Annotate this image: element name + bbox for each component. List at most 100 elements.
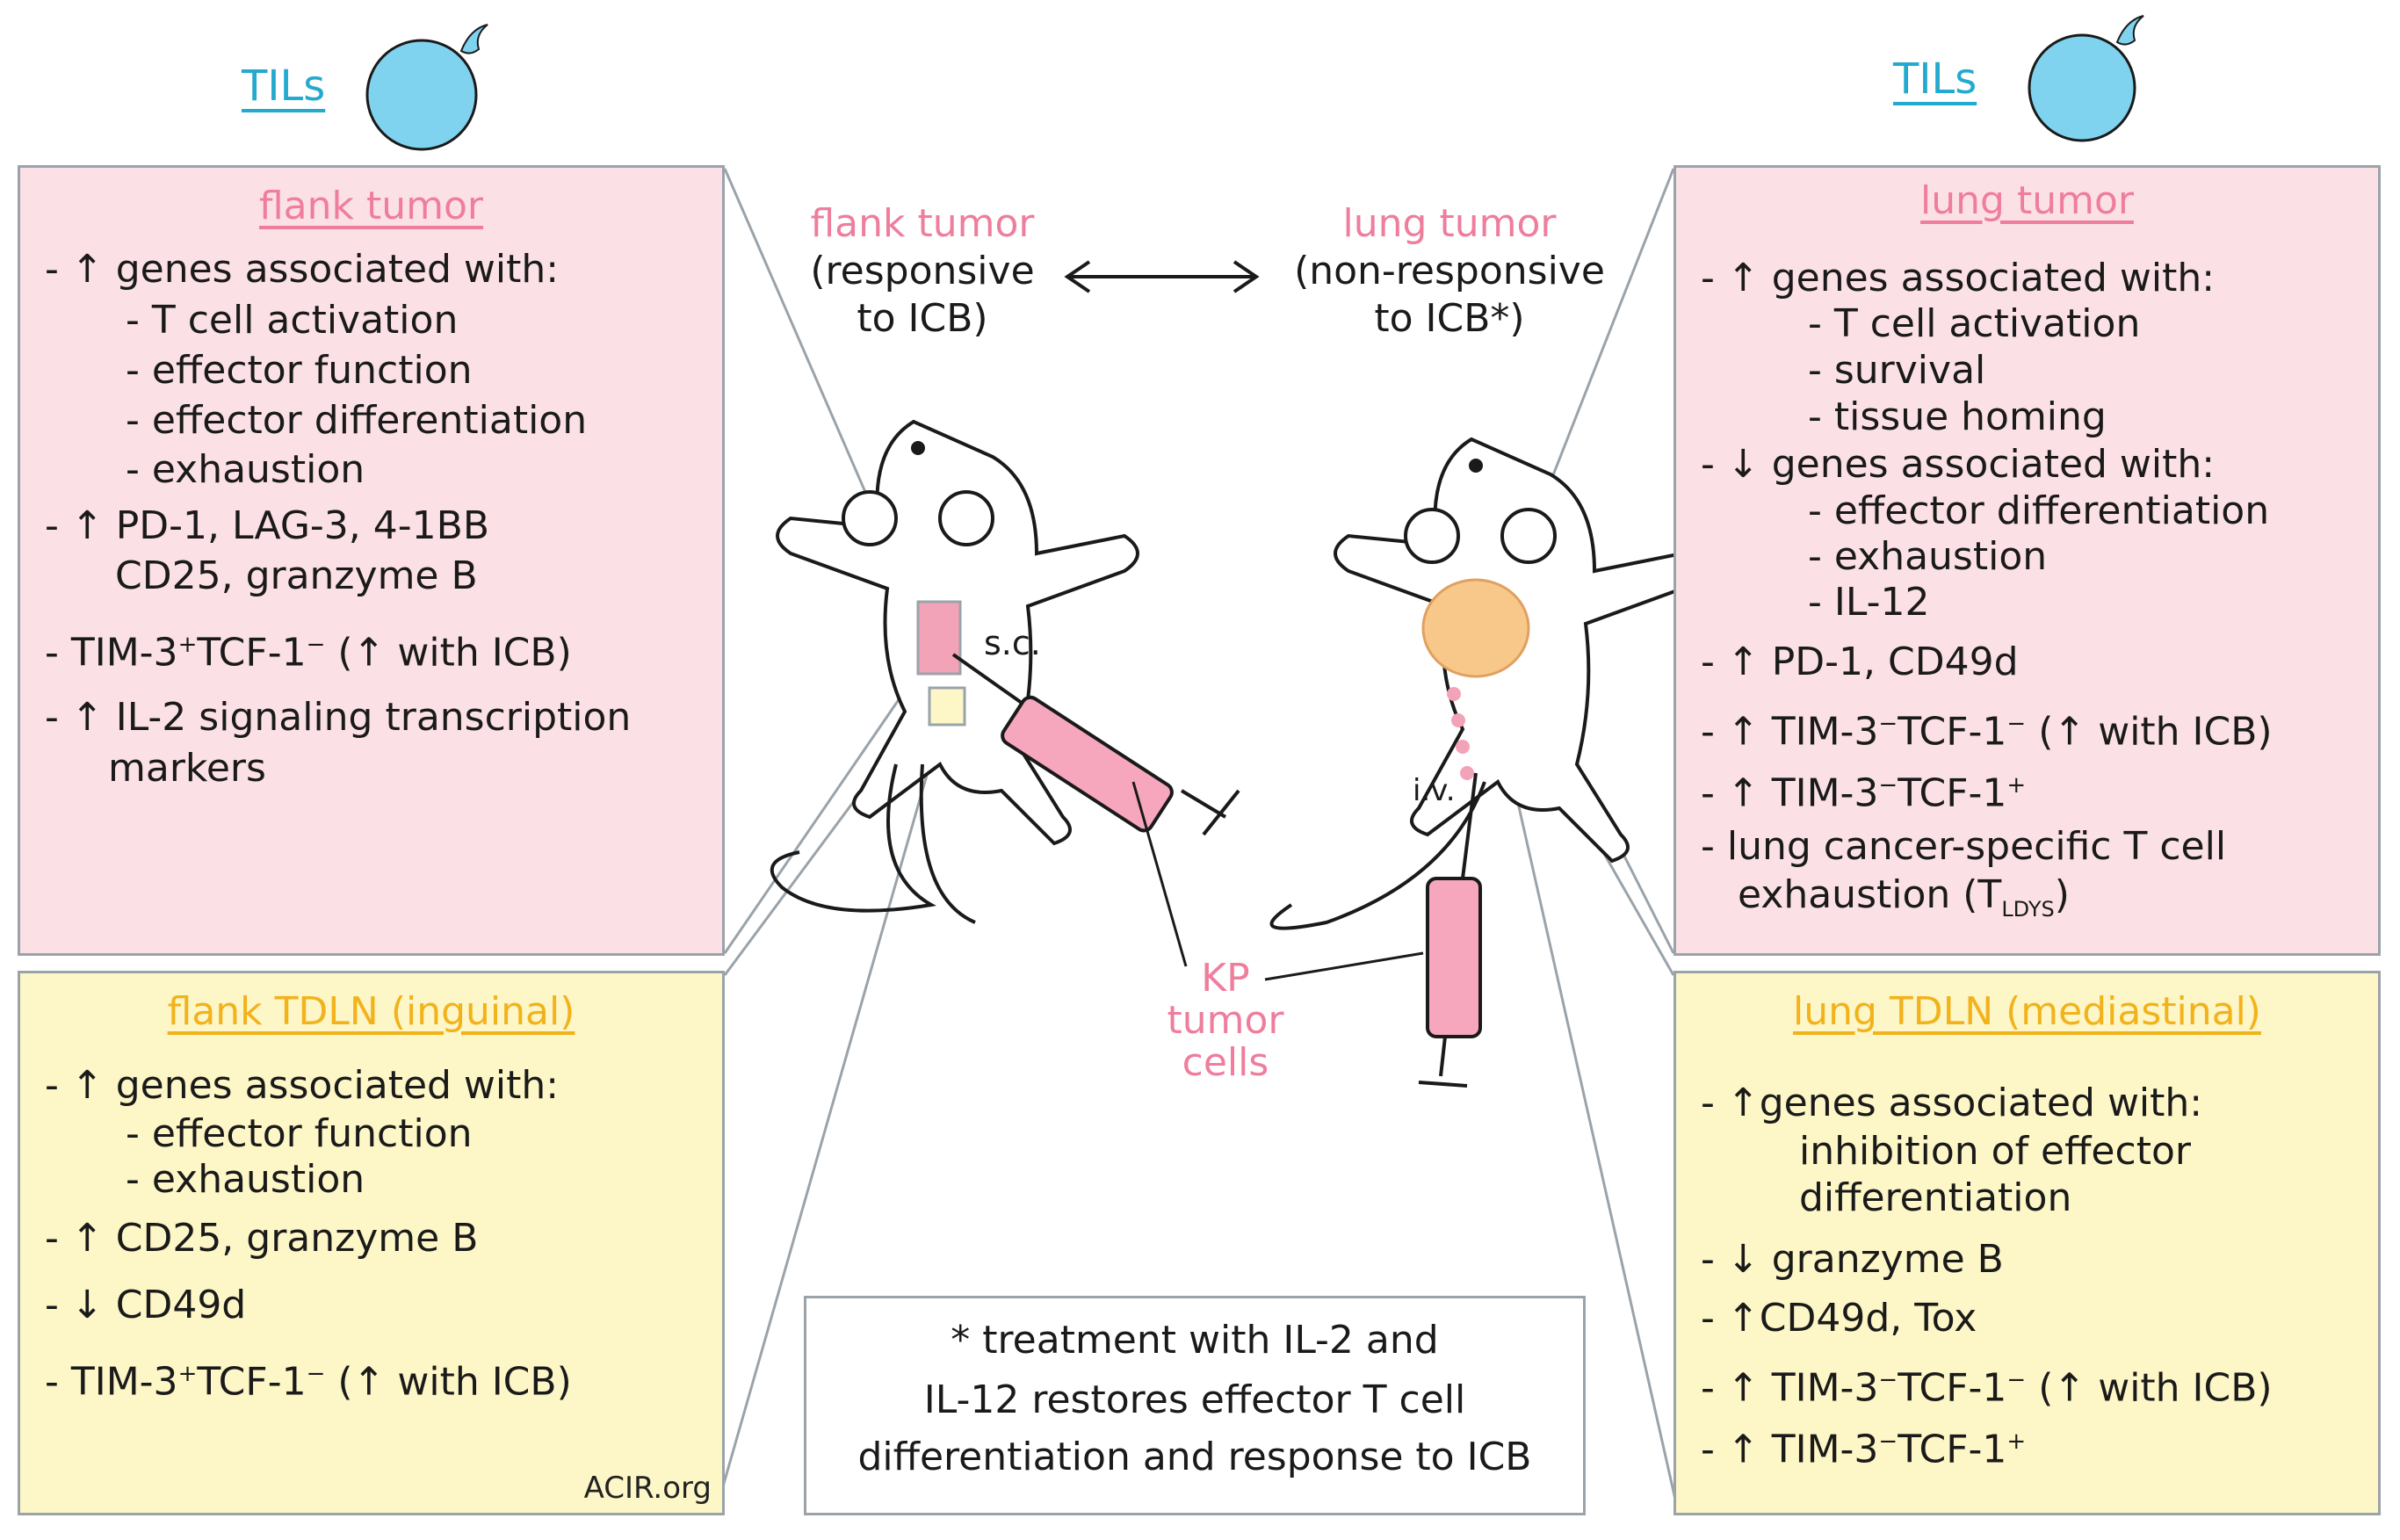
flank-tdln-tim-line: - TIM-3+TCF-1− (↑ with ICB)	[45, 1349, 572, 1407]
flank-tumor-mark	[916, 600, 962, 676]
lung-tumor-line-9: - ↑ PD-1, CD49d	[1701, 640, 2019, 684]
center-flank-sub-2: to ICB)	[857, 296, 988, 341]
lung-tdln-line-2: inhibition of effector	[1799, 1129, 2191, 1174]
flank-tdln-line-2: - effector function	[126, 1111, 473, 1156]
lung-tdln-line-3: differentiation	[1799, 1175, 2072, 1220]
acir-footer: ACIR.org	[583, 1471, 712, 1506]
lung-tdln-line-1: - ↑genes associated with:	[1701, 1081, 2203, 1125]
tim-prefix: - ↑ TIM-3	[1701, 770, 1879, 816]
lung-tumor-line-1: - ↑ genes associated with:	[1701, 256, 2216, 300]
tim-suffix: (↑ with ICB)	[325, 1359, 572, 1405]
lung-tdln-tim2-line: - ↑ TIM-3−TCF-1+	[1701, 1417, 2026, 1475]
sc-label: s.c.	[984, 624, 1041, 662]
center-lung-sub-1: (non-responsive	[1294, 249, 1605, 293]
tim-mid: TCF-1	[1898, 770, 2007, 816]
lung-tumor-lc-line-2: exhaustion (TLDYS)	[1738, 871, 2070, 934]
lung-tumor-box: lung tumor - ↑ genes associated with: - …	[1673, 165, 2381, 956]
flank-tdln-mark	[928, 686, 966, 727]
lung-tumor-line-3: - survival	[1808, 348, 1986, 393]
tim-suffix: (↑ with ICB)	[2026, 709, 2273, 755]
lc-sub: LDYS	[2001, 896, 2055, 922]
flank-tdln-box-title: flank TDLN (inguinal)	[167, 989, 575, 1034]
center-flank-sub-1: (responsive	[810, 249, 1035, 293]
lc-prefix: exhaustion (T	[1738, 872, 2002, 917]
double-arrow-icon	[1064, 260, 1260, 293]
lung-tdln-box: lung TDLN (mediastinal) - ↑genes associa…	[1673, 971, 2381, 1515]
kp-tumor-cells-label: KP tumor cells	[1151, 958, 1300, 1084]
tim-sup-1: −	[1878, 1428, 1898, 1455]
center-flank-label: flank tumor (responsive to ICB)	[791, 200, 1054, 343]
center-flank-title: flank tumor	[810, 201, 1035, 246]
iv-injection-dots	[1447, 687, 1474, 780]
footnote-line-3: differentiation and response to ICB	[857, 1435, 1532, 1479]
footnote-line-2: IL-12 restores effector T cell	[923, 1377, 1466, 1422]
tim-mid: TCF-1	[1898, 1365, 2007, 1411]
kp-pointer-lines	[1131, 781, 1424, 981]
tim-sup-2: −	[306, 632, 326, 658]
flank-tdln-line-5: - ↓ CD49d	[45, 1283, 247, 1327]
lung-tumor-mark	[1421, 578, 1530, 678]
center-lung-title: lung tumor	[1342, 201, 1557, 246]
tim-sup-2: −	[2006, 1367, 2027, 1393]
center-lung-label: lung tumor (non-responsive to ICB*)	[1274, 200, 1625, 343]
flank-tumor-line-3: - effector function	[126, 348, 473, 393]
tim-prefix: - TIM-3	[45, 1359, 178, 1405]
iv-label: i.v.	[1413, 773, 1456, 808]
tim-sup-1: −	[1878, 1367, 1898, 1393]
right-mouse-icon	[1269, 437, 1697, 930]
lung-tumor-line-5: - ↓ genes associated with:	[1701, 442, 2216, 487]
tim-sup-1: −	[1878, 711, 1898, 737]
kp-line-3: cells	[1182, 1040, 1269, 1085]
left-syringe-icon	[951, 653, 1240, 836]
flank-tdln-line-1: - ↑ genes associated with:	[45, 1063, 560, 1108]
tim-mid: TCF-1	[197, 630, 307, 676]
flank-tumor-line-4: - effector differentiation	[126, 398, 588, 443]
lung-tdln-line-5: - ↑CD49d, Tox	[1701, 1296, 1977, 1341]
lung-tumor-line-4: - tissue homing	[1808, 394, 2107, 439]
flank-tumor-box-title: flank tumor	[258, 184, 484, 228]
footnote-box: * treatment with IL-2 and IL-12 restores…	[804, 1296, 1586, 1515]
tim-prefix: - TIM-3	[45, 630, 178, 676]
flank-tumor-line-1: - ↑ genes associated with:	[45, 247, 560, 292]
tim-suffix: (↑ with ICB)	[325, 630, 572, 676]
flank-tdln-box: flank TDLN (inguinal) - ↑ genes associat…	[18, 971, 725, 1515]
tim-prefix: - ↑ TIM-3	[1701, 709, 1879, 755]
tim-sup-2: +	[2006, 772, 2027, 799]
lung-tdln-line-4: - ↓ granzyme B	[1701, 1237, 2004, 1282]
flank-tumor-line-5: - exhaustion	[126, 447, 365, 492]
tim-sup-1: +	[177, 632, 198, 658]
lc-suffix: )	[2054, 872, 2070, 917]
til-cell-left-icon	[365, 24, 488, 151]
til-label-right: TILs	[1893, 54, 1977, 104]
lung-tumor-lc-line-1: - lung cancer-specific T cell	[1701, 824, 2227, 869]
lung-tumor-tim1-line: - ↑ TIM-3−TCF-1− (↑ with ICB)	[1701, 699, 2273, 757]
til-cell-right-icon	[2028, 15, 2144, 142]
footnote-line-1: * treatment with IL-2 and	[951, 1318, 1439, 1363]
center-lung-sub-2: to ICB*)	[1374, 296, 1525, 341]
flank-tumor-line-7: CD25, granzyme B	[115, 553, 478, 598]
til-label-left: TILs	[242, 61, 326, 111]
flank-tdln-line-4: - ↑ CD25, granzyme B	[45, 1216, 479, 1261]
lung-tumor-line-2: - T cell activation	[1808, 301, 2141, 346]
tim-mid: TCF-1	[1898, 709, 2007, 755]
tim-mid: TCF-1	[197, 1359, 307, 1405]
flank-tumor-line-2: - T cell activation	[126, 298, 459, 343]
kp-line-2: tumor	[1167, 998, 1284, 1043]
tim-suffix: (↑ with ICB)	[2026, 1365, 2273, 1411]
flank-tumor-il2-line-2: markers	[108, 746, 266, 791]
lung-tumor-line-8: - IL-12	[1808, 580, 1930, 625]
flank-tumor-line-6: - ↑ PD-1, LAG-3, 4-1BB	[45, 503, 489, 548]
tim-sup-1: −	[1878, 772, 1898, 799]
tim-mid: TCF-1	[1898, 1427, 2007, 1472]
tim-prefix: - ↑ TIM-3	[1701, 1365, 1879, 1411]
lung-tumor-line-7: - exhaustion	[1808, 534, 2048, 579]
flank-tdln-line-3: - exhaustion	[126, 1157, 365, 1202]
tim-prefix: - ↑ TIM-3	[1701, 1427, 1879, 1472]
lung-tumor-line-6: - effector differentiation	[1808, 488, 2270, 533]
flank-tumor-tim-line: - TIM-3+TCF-1− (↑ with ICB)	[45, 620, 572, 678]
lung-tdln-box-title: lung TDLN (mediastinal)	[1793, 989, 2261, 1034]
right-syringe-icon	[1418, 772, 1482, 1088]
tim-sup-2: −	[2006, 711, 2027, 737]
tim-sup-2: +	[2006, 1428, 2027, 1455]
